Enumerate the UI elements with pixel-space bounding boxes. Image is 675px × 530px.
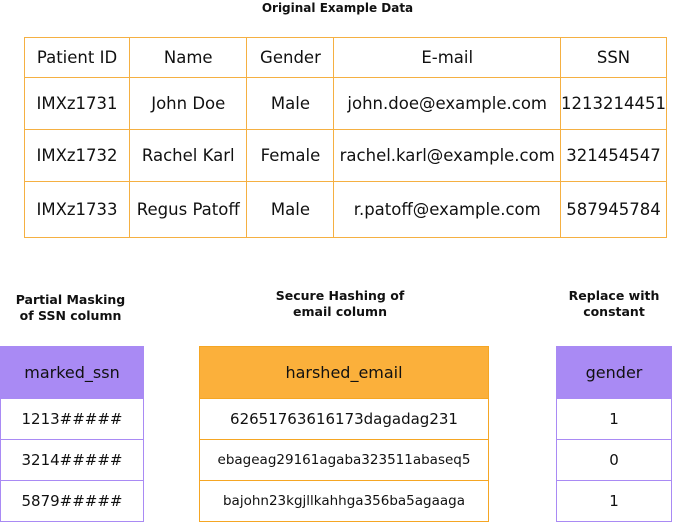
cell-gender: Male <box>246 77 335 130</box>
table-row: 62651763616173dagadag231 <box>199 398 489 440</box>
cell-email: r.patoff@example.com <box>333 181 562 238</box>
masked-ssn-header: marked_ssn <box>0 346 144 399</box>
secure-hashing-caption-line2: email column <box>293 304 387 319</box>
masked-ssn-cell: 3214##### <box>0 439 144 481</box>
cell-gender: Male <box>246 181 335 238</box>
cell-patient-id: IMXz1733 <box>23 181 131 238</box>
table-row: 5879##### <box>0 480 144 522</box>
cell-patient-id: IMXz1732 <box>23 129 131 182</box>
hashed-email-cell: ebageag29161agaba323511abaseq5 <box>199 439 489 481</box>
hashed-email-header: harshed_email <box>199 346 489 399</box>
cell-name: Rachel Karl <box>129 129 248 182</box>
gender-cell: 1 <box>556 480 672 522</box>
partial-masking-caption: Partial Masking of SSN column <box>0 292 141 324</box>
partial-masking-caption-line2: of SSN column <box>19 308 122 323</box>
table-row: 1213##### <box>0 398 144 440</box>
table-row: bajohn23kgjllkahhga356ba5agaaga <box>199 480 489 522</box>
table-header-row: harshed_email <box>199 346 489 399</box>
cell-email: john.doe@example.com <box>333 77 562 130</box>
cell-ssn: 587945784 <box>560 181 667 238</box>
cell-name: Regus Patoff <box>129 181 248 238</box>
column-header-patient-id: Patient ID <box>23 37 131 78</box>
secure-hashing-caption-line1: Secure Hashing of <box>275 288 405 303</box>
column-header-ssn: SSN <box>560 37 667 78</box>
table-row: 0 <box>556 439 672 481</box>
original-data-table: Patient ID Name Gender E-mail SSN IMXz17… <box>23 37 667 238</box>
column-header-gender: Gender <box>246 37 335 78</box>
replace-constant-caption-line2: constant <box>583 304 645 319</box>
table-row: IMXz1731 John Doe Male john.doe@example.… <box>23 77 667 130</box>
masked-ssn-cell: 5879##### <box>0 480 144 522</box>
cell-ssn: 321454547 <box>560 129 667 182</box>
cell-patient-id: IMXz1731 <box>23 77 131 130</box>
gender-cell: 0 <box>556 439 672 481</box>
original-data-title: Original Example Data <box>261 1 414 15</box>
cell-ssn: 1213214451 <box>560 77 667 130</box>
hashed-email-table: harshed_email 62651763616173dagadag231 e… <box>199 346 489 522</box>
table-header-row: Patient ID Name Gender E-mail SSN <box>23 37 667 78</box>
cell-name: John Doe <box>129 77 248 130</box>
table-header-row: marked_ssn <box>0 346 144 399</box>
masked-ssn-cell: 1213##### <box>0 398 144 440</box>
table-row: 3214##### <box>0 439 144 481</box>
partial-masking-caption-line1: Partial Masking <box>15 292 126 307</box>
gender-header: gender <box>556 346 672 399</box>
secure-hashing-caption: Secure Hashing of email column <box>230 288 450 320</box>
hashed-email-cell: 62651763616173dagadag231 <box>199 398 489 440</box>
table-row: IMXz1732 Rachel Karl Female rachel.karl@… <box>23 129 667 182</box>
cell-gender: Female <box>246 129 335 182</box>
replace-constant-caption: Replace with constant <box>546 288 675 320</box>
table-header-row: gender <box>556 346 672 399</box>
masked-ssn-table: marked_ssn 1213##### 3214##### 5879##### <box>0 346 144 522</box>
table-row: IMXz1733 Regus Patoff Male r.patoff@exam… <box>23 181 667 238</box>
gender-constant-table: gender 1 0 1 <box>556 346 672 522</box>
table-row: 1 <box>556 480 672 522</box>
column-header-name: Name <box>129 37 248 78</box>
replace-constant-caption-line1: Replace with <box>568 288 660 303</box>
table-row: 1 <box>556 398 672 440</box>
gender-cell: 1 <box>556 398 672 440</box>
table-row: ebageag29161agaba323511abaseq5 <box>199 439 489 481</box>
cell-email: rachel.karl@example.com <box>333 129 562 182</box>
column-header-email: E-mail <box>333 37 562 78</box>
hashed-email-cell: bajohn23kgjllkahhga356ba5agaaga <box>199 480 489 522</box>
